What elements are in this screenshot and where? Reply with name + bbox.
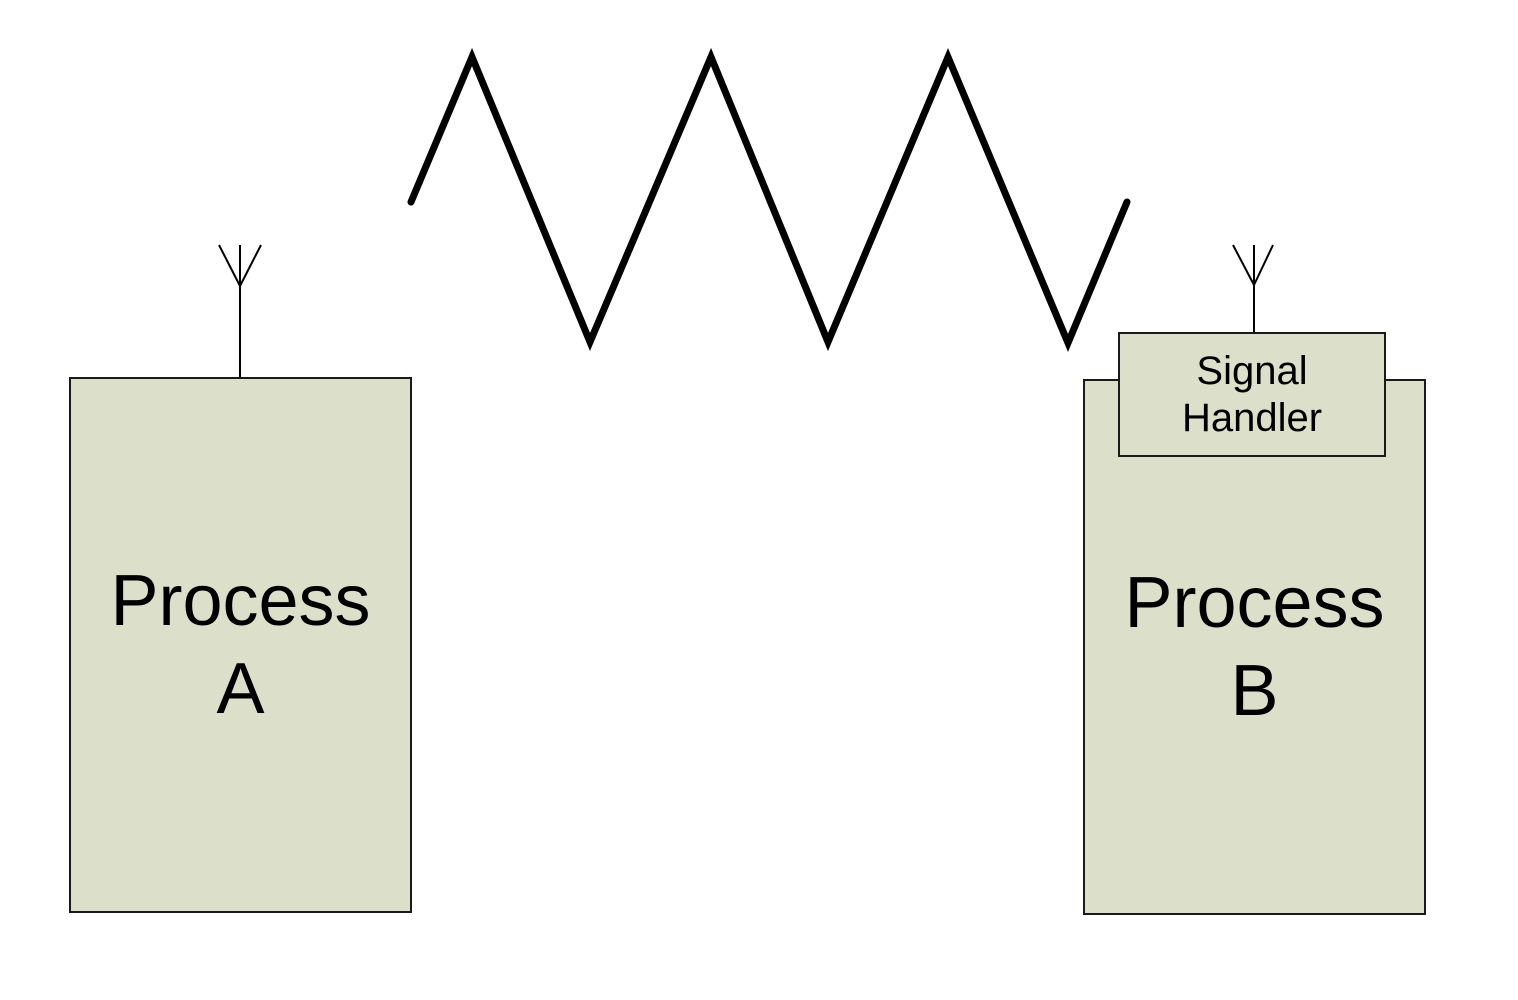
process-a-label: Process A xyxy=(110,557,370,733)
process-a-box: Process A xyxy=(69,377,412,913)
process-a-label-line2: A xyxy=(216,649,265,729)
process-b-box: Process B xyxy=(1083,379,1426,915)
process-a-label-line1: Process xyxy=(110,561,371,641)
signal-handler-antenna-icon xyxy=(1232,244,1274,332)
process-b-label-line1: Process xyxy=(1124,563,1385,643)
signal-handler-label-line1: Signal xyxy=(1196,348,1308,393)
signal-handler-label-line2: Handler xyxy=(1181,395,1323,440)
signal-zigzag-icon xyxy=(407,47,1131,353)
signal-handler-box: Signal Handler xyxy=(1118,332,1386,457)
process-b-label: Process B xyxy=(1124,559,1384,735)
process-a-antenna-icon xyxy=(218,244,262,377)
signal-handler-label: Signal Handler xyxy=(1182,348,1322,442)
process-b-label-line2: B xyxy=(1230,651,1279,731)
